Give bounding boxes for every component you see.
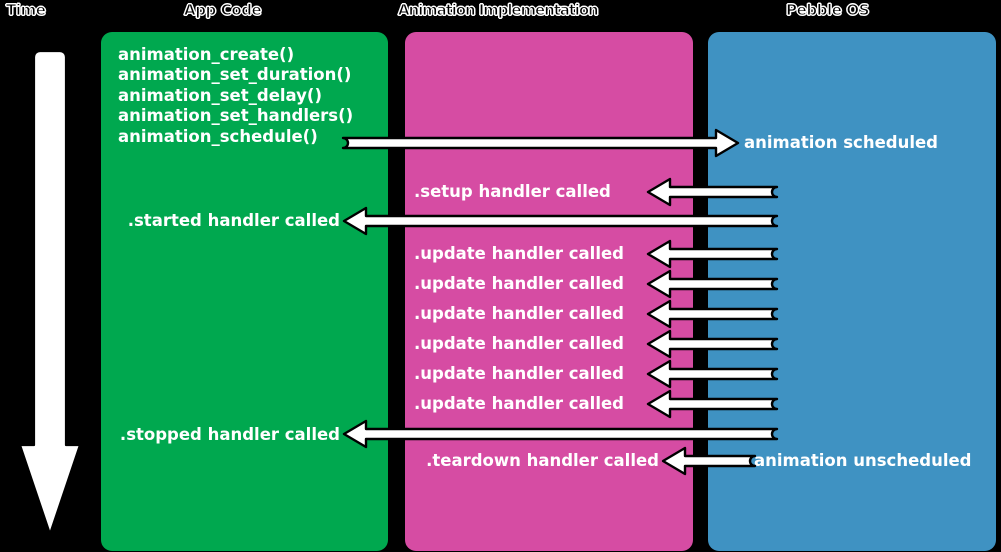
column-header-app-code: App Code bbox=[183, 1, 262, 20]
column-header-animation-implementation: Animation Implementation bbox=[398, 1, 600, 20]
label-started-handler-called: .started handler called bbox=[127, 211, 340, 230]
label-update-handler-called-5: .update handler called bbox=[414, 364, 624, 383]
lane-animation-implementation bbox=[405, 32, 693, 551]
label-setup-handler-called: .setup handler called bbox=[414, 182, 611, 201]
label-update-handler-called-2: .update handler called bbox=[414, 274, 624, 293]
lane-app-code bbox=[101, 32, 388, 551]
column-header-pebble-os: Pebble OS bbox=[785, 1, 870, 20]
time-down-arrow-icon bbox=[18, 49, 82, 536]
label-stopped-handler-called: .stopped handler called bbox=[119, 425, 340, 444]
label-update-handler-called-6: .update handler called bbox=[414, 394, 624, 413]
label-teardown-handler-called: .teardown handler called bbox=[426, 451, 659, 470]
label-animation-unscheduled: animation unscheduled bbox=[754, 451, 972, 470]
lane-pebble-os bbox=[708, 32, 996, 551]
app-code-call-list: animation_create() animation_set_duratio… bbox=[118, 45, 354, 146]
label-update-handler-called-3: .update handler called bbox=[414, 304, 624, 323]
label-update-handler-called-4: .update handler called bbox=[414, 334, 624, 353]
label-update-handler-called-1: .update handler called bbox=[414, 244, 624, 263]
column-header-time: Time bbox=[6, 1, 47, 20]
label-animation-scheduled: animation scheduled bbox=[744, 133, 938, 152]
